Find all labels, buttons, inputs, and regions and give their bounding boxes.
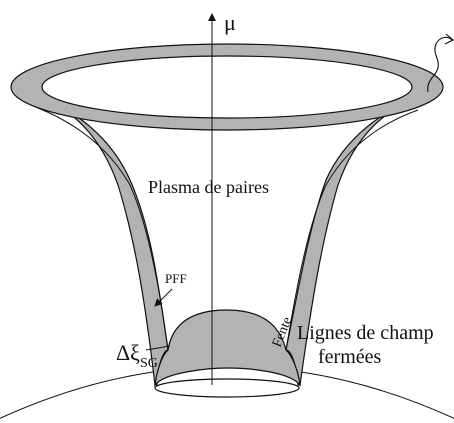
gap-width-label: ΔξSG (116, 340, 158, 371)
polar-cap (154, 378, 300, 398)
emission-arrow (427, 36, 453, 93)
mu-axis-label: μ (224, 10, 236, 35)
gap-width-sub: SG (140, 356, 158, 371)
pair-plasma-label: Plasma de paires (148, 177, 269, 197)
inner-funnel-left (37, 107, 169, 351)
emission-arrowhead (444, 33, 454, 45)
closed-lines-label-2: fermées (318, 346, 382, 368)
left-gap-band (19, 87, 169, 386)
pff-label: PFF (165, 271, 187, 286)
top-ring-inner (41, 55, 413, 119)
closed-lines-label-1: Lignes de champ (297, 322, 434, 344)
pff-arrow (154, 288, 173, 307)
gap-width-main: Δξ (116, 340, 140, 365)
inner-funnel-right (285, 109, 419, 351)
gap-width-marker (145, 345, 171, 351)
